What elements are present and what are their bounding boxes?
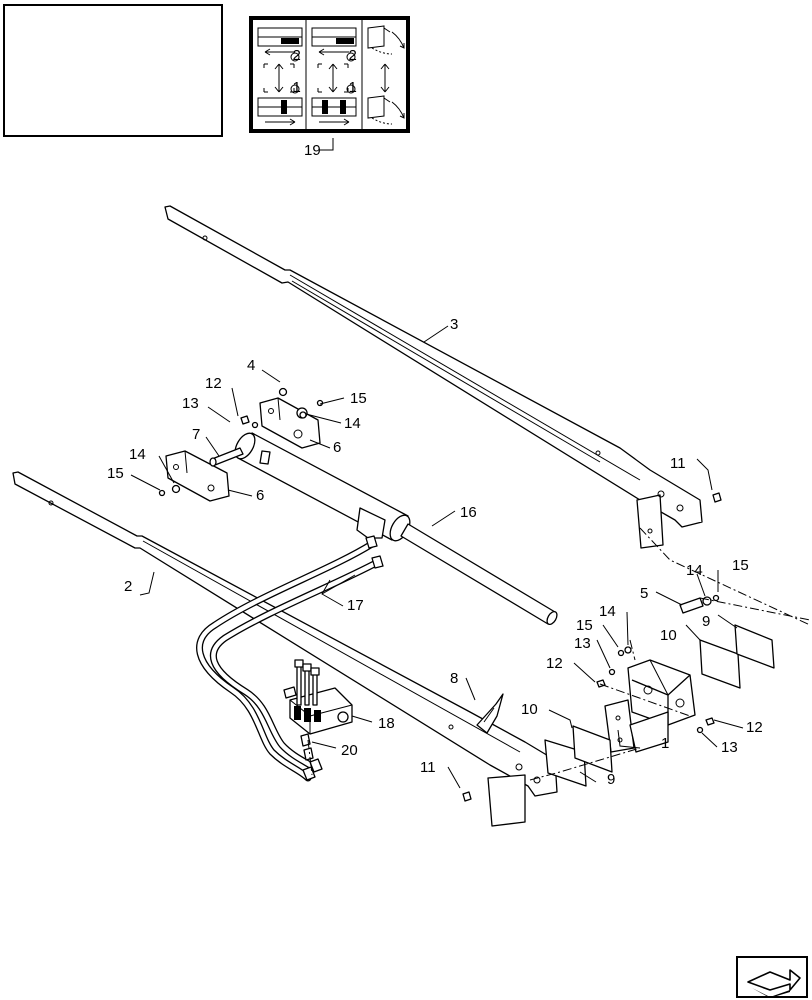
callout-11b: 11 xyxy=(420,759,436,776)
callout-9a: 9 xyxy=(702,613,710,630)
washer-13-right xyxy=(696,726,704,734)
callout-14a: 14 xyxy=(344,415,361,432)
clip-15-mid xyxy=(617,649,625,657)
plate-9-right xyxy=(734,624,775,669)
bracket-6-lower xyxy=(165,450,230,502)
decal-19: 2 1 2 1 xyxy=(249,16,410,133)
callout-12c: 12 xyxy=(746,719,763,736)
callout-5: 5 xyxy=(640,585,648,602)
callout-15b: 15 xyxy=(107,465,124,482)
decal-marker-top-1: 2 xyxy=(293,47,301,64)
callout-13b: 13 xyxy=(574,635,591,652)
washer-13-upper xyxy=(251,421,259,429)
clip-15-upper xyxy=(316,399,324,407)
clip-15-left xyxy=(158,489,166,497)
bolt-11-upper xyxy=(712,492,722,503)
callout-6b: 6 xyxy=(256,487,264,504)
washer-13-mid xyxy=(608,668,616,676)
callout-8: 8 xyxy=(450,670,458,687)
callout-15d: 15 xyxy=(576,617,593,634)
bolt-12-mid xyxy=(596,679,606,688)
plate-9-left xyxy=(572,725,613,773)
washer-14-right xyxy=(702,596,712,606)
bolt-12-upper xyxy=(240,415,250,425)
callout-6a: 6 xyxy=(333,439,341,456)
rail-3 xyxy=(164,205,703,549)
callout-10b: 10 xyxy=(521,701,538,718)
plate-10-right xyxy=(699,639,741,689)
callout-4: 4 xyxy=(247,357,255,374)
callout-labels: 3 4 12 13 15 14 6 7 14 15 6 16 2 17 11 1… xyxy=(107,316,763,788)
washer-14-upper xyxy=(299,411,307,419)
callout-15c: 15 xyxy=(732,557,749,574)
callout-18: 18 xyxy=(378,715,395,732)
callout-12a: 12 xyxy=(205,375,222,392)
callout-20: 20 xyxy=(341,742,358,759)
bolt-12-right xyxy=(705,717,715,726)
bolt-4 xyxy=(278,387,288,397)
cylinder-16 xyxy=(234,432,558,626)
callout-14d: 14 xyxy=(599,603,616,620)
callout-15a: 15 xyxy=(350,390,367,407)
pin-5 xyxy=(679,597,704,614)
blank-title-box xyxy=(3,4,223,137)
callout-12b: 12 xyxy=(546,655,563,672)
callout-7: 7 xyxy=(192,426,200,443)
bolt-11-lower xyxy=(462,791,472,802)
valve-18 xyxy=(283,659,353,735)
washer-14-left xyxy=(171,484,181,494)
callout-11a: 11 xyxy=(670,455,686,472)
pin-7 xyxy=(211,447,244,466)
callout-13c: 13 xyxy=(721,739,738,756)
callout-10a: 10 xyxy=(660,627,677,644)
pivot-bracket-1 xyxy=(604,659,696,753)
washer-14-mid xyxy=(624,646,632,654)
page-navigation-arrow-icon[interactable] xyxy=(736,956,808,998)
callout-3: 3 xyxy=(450,316,458,333)
callout-13a: 13 xyxy=(182,395,199,412)
clip-15-right xyxy=(712,594,720,602)
callout-1: 1 xyxy=(661,735,669,752)
decal-marker-top-2: 2 xyxy=(349,47,357,64)
callout-16: 16 xyxy=(460,504,477,521)
callout-9b: 9 xyxy=(607,771,615,788)
decal-marker-bottom-2: 1 xyxy=(349,79,357,96)
callout-14c: 14 xyxy=(686,562,703,579)
callout-2: 2 xyxy=(124,578,132,595)
callout-17: 17 xyxy=(347,597,364,614)
decal-marker-bottom-1: 1 xyxy=(293,79,301,96)
leader-lines xyxy=(130,325,744,789)
fittings-20 xyxy=(300,733,314,776)
hoses-17 xyxy=(196,535,384,782)
rail-2 xyxy=(12,471,558,827)
callout-19: 19 xyxy=(304,142,321,159)
callout-14b: 14 xyxy=(129,446,146,463)
